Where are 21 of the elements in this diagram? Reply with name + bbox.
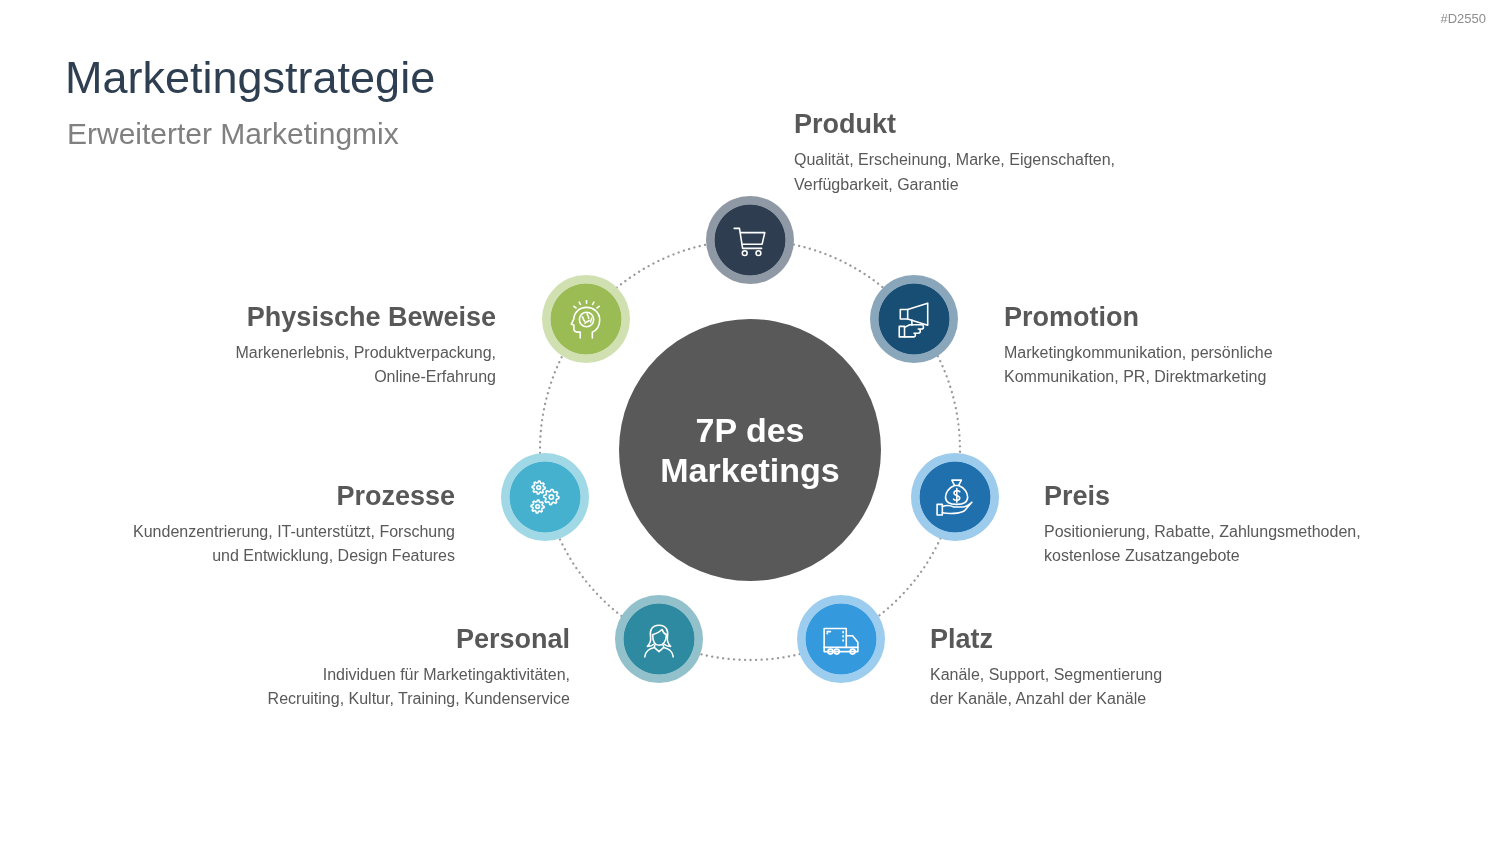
slide-code: #D2550 — [1440, 11, 1486, 26]
category-description: Qualität, Erscheinung, Marke, Eigenschaften, Verfügbarkeit, Garantie — [794, 150, 1117, 195]
category-heading: Produkt — [794, 108, 896, 141]
category-heading: Promotion — [1004, 301, 1139, 334]
dotted-connector — [877, 537, 942, 618]
center-title: 7P des Marketings — [659, 410, 841, 490]
category-heading: Preis — [1044, 480, 1111, 513]
category-heading: Physische Beweise — [246, 301, 496, 334]
dotted-connector — [538, 355, 564, 455]
dotted-connector — [936, 355, 962, 455]
category-description: Kanäle, Support, Segmentierung der Kanäle, Anzahl der Kanäle — [930, 665, 1164, 710]
subtitle: Erweiterter Marketingmix — [67, 117, 399, 151]
category-description: Individuen für Marketingaktivitäten, Recruiting, Kultur, Training, Kundenservice — [266, 665, 570, 710]
category-description: Marketingkommunikation, persönliche Kommunikation, PR, Direktmarketing — [1004, 343, 1274, 388]
category-description: Positionierung, Rabatte, Zahlungsmethoden, kostenlose Zusatzangebote — [1044, 522, 1362, 567]
category-description: Markenerlebnis, Produktverpackung, Online-Erfahrung — [234, 343, 496, 388]
category-heading: Platz — [930, 623, 993, 656]
category-description: Kundenzentrierung, IT-unterstützt, Forschung und Entwicklung, Design Features — [132, 522, 455, 567]
title: Marketingstrategie — [65, 51, 436, 105]
category-heading: Prozesse — [336, 480, 455, 513]
category-heading: Personal — [455, 623, 570, 656]
